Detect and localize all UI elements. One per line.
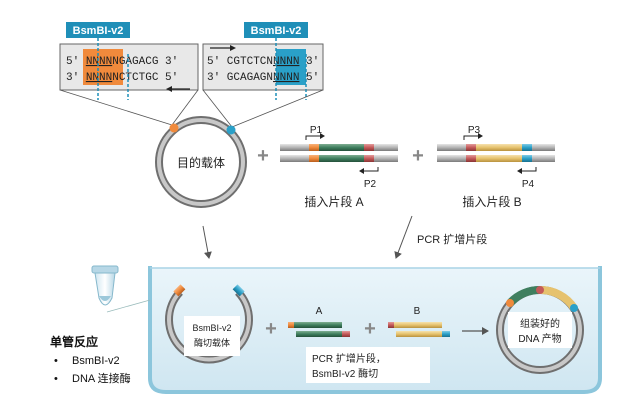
junction-marker bbox=[570, 304, 578, 312]
digested-fragment-a: A bbox=[288, 306, 350, 337]
tube-pointer bbox=[106, 299, 151, 313]
one-pot-item-1: BsmBI-v2 bbox=[72, 355, 120, 367]
one-pot-item-2: DNA 连接酶 bbox=[72, 372, 131, 385]
fragment-letter-a: A bbox=[316, 306, 323, 317]
seq-right-top: 5′ CGTCTCNNNNN 3′ bbox=[207, 56, 319, 68]
reaction-tank bbox=[150, 268, 600, 392]
sequence-box-left: 5′ NNNNNGAGACG 3′ 3′ NNNNNCTCTGC 5′ bbox=[59, 43, 199, 92]
primer-p4: P4 bbox=[522, 179, 535, 190]
destination-vector: 目的载体 bbox=[155, 116, 247, 208]
overhang-marker-orange bbox=[173, 284, 186, 297]
digested-vector-label-bg bbox=[184, 316, 240, 356]
zoom-line bbox=[59, 89, 173, 126]
enzyme-tag-left: BsmBI-v2 bbox=[66, 22, 130, 38]
primer-arrow-p4 bbox=[522, 167, 537, 172]
plus-sign: + bbox=[265, 318, 277, 340]
digested-fragment-b: B bbox=[388, 306, 450, 337]
reaction-tank-wall bbox=[148, 266, 602, 394]
primer-arrow-p3 bbox=[463, 135, 478, 140]
plus-sign: + bbox=[412, 145, 424, 167]
one-pot-bullet: • bbox=[54, 373, 58, 385]
enzyme-tag-right: BsmBI-v2 bbox=[244, 22, 308, 38]
primer-p2: P2 bbox=[364, 179, 377, 190]
pcr-digest-line-2: BsmBI-v2 酶切 bbox=[312, 367, 378, 380]
fragment-a-label: 插入片段 A bbox=[304, 194, 363, 209]
assembled-label-1: 组装好的 bbox=[520, 317, 560, 330]
arrow-fragments-to-reaction bbox=[394, 215, 413, 259]
assembled-label-2: DNA 产物 bbox=[518, 332, 561, 345]
overhang-marker-blue bbox=[232, 284, 245, 297]
junction-marker bbox=[536, 286, 544, 294]
zoom-line bbox=[171, 89, 199, 126]
fragment-b-label: 插入片段 B bbox=[462, 194, 521, 209]
arrow-vector-to-reaction bbox=[202, 225, 212, 259]
digested-vector: BsmBI-v2 酶切载体 bbox=[165, 284, 253, 364]
primer-arrow-p1 bbox=[305, 135, 320, 140]
pcr-digest-line-1: PCR 扩增片段， bbox=[312, 352, 386, 365]
one-pot-bullet: • bbox=[54, 355, 58, 367]
pcr-label: PCR 扩增片段 bbox=[417, 232, 487, 246]
pcr-digest-caption-bg bbox=[306, 347, 430, 383]
assembled-label-bg bbox=[508, 312, 572, 348]
overhang-marker-orange bbox=[169, 123, 179, 133]
digested-vector-label-1: BsmBI-v2 bbox=[192, 323, 231, 333]
overhang-highlight-right bbox=[276, 49, 306, 85]
seq-right-bottom: 3′ GCAGAGNNNNN 5′ bbox=[207, 72, 319, 84]
vector-label: 目的载体 bbox=[177, 155, 225, 170]
insert-fragment-a: P1 P2 bbox=[280, 125, 398, 190]
fragment-letter-b: B bbox=[414, 306, 421, 317]
tube-icon bbox=[91, 265, 119, 306]
digested-vector-label-2: 酶切载体 bbox=[194, 337, 230, 348]
assembled-product: 组装好的 DNA 产物 bbox=[496, 285, 584, 374]
zoom-line bbox=[202, 89, 233, 128]
enzyme-tag-right-label: BsmBI-v2 bbox=[251, 25, 302, 37]
seq-left-bottom: 3′ NNNNNCTCTGC 5′ bbox=[66, 72, 178, 84]
plus-sign: + bbox=[364, 318, 376, 340]
sequence-box-right: 5′ CGTCTCNNNNN 3′ 3′ GCAGAGNNNNN 5′ bbox=[202, 43, 324, 91]
overhang-highlight-left bbox=[83, 49, 123, 85]
one-pot-title: 单管反应 bbox=[50, 334, 98, 349]
seq-left-top: 5′ NNNNNGAGACG 3′ bbox=[66, 56, 178, 68]
primer-arrow-p2 bbox=[364, 167, 379, 172]
primer-p3: P3 bbox=[468, 125, 481, 136]
overhang-marker-blue bbox=[226, 125, 236, 135]
insert-fragment-b: P3 P4 bbox=[437, 125, 555, 190]
plus-sign: + bbox=[257, 145, 269, 167]
junction-marker bbox=[506, 299, 514, 307]
primer-p1: P1 bbox=[310, 125, 323, 136]
enzyme-tag-left-label: BsmBI-v2 bbox=[73, 25, 124, 37]
zoom-line bbox=[231, 89, 324, 128]
